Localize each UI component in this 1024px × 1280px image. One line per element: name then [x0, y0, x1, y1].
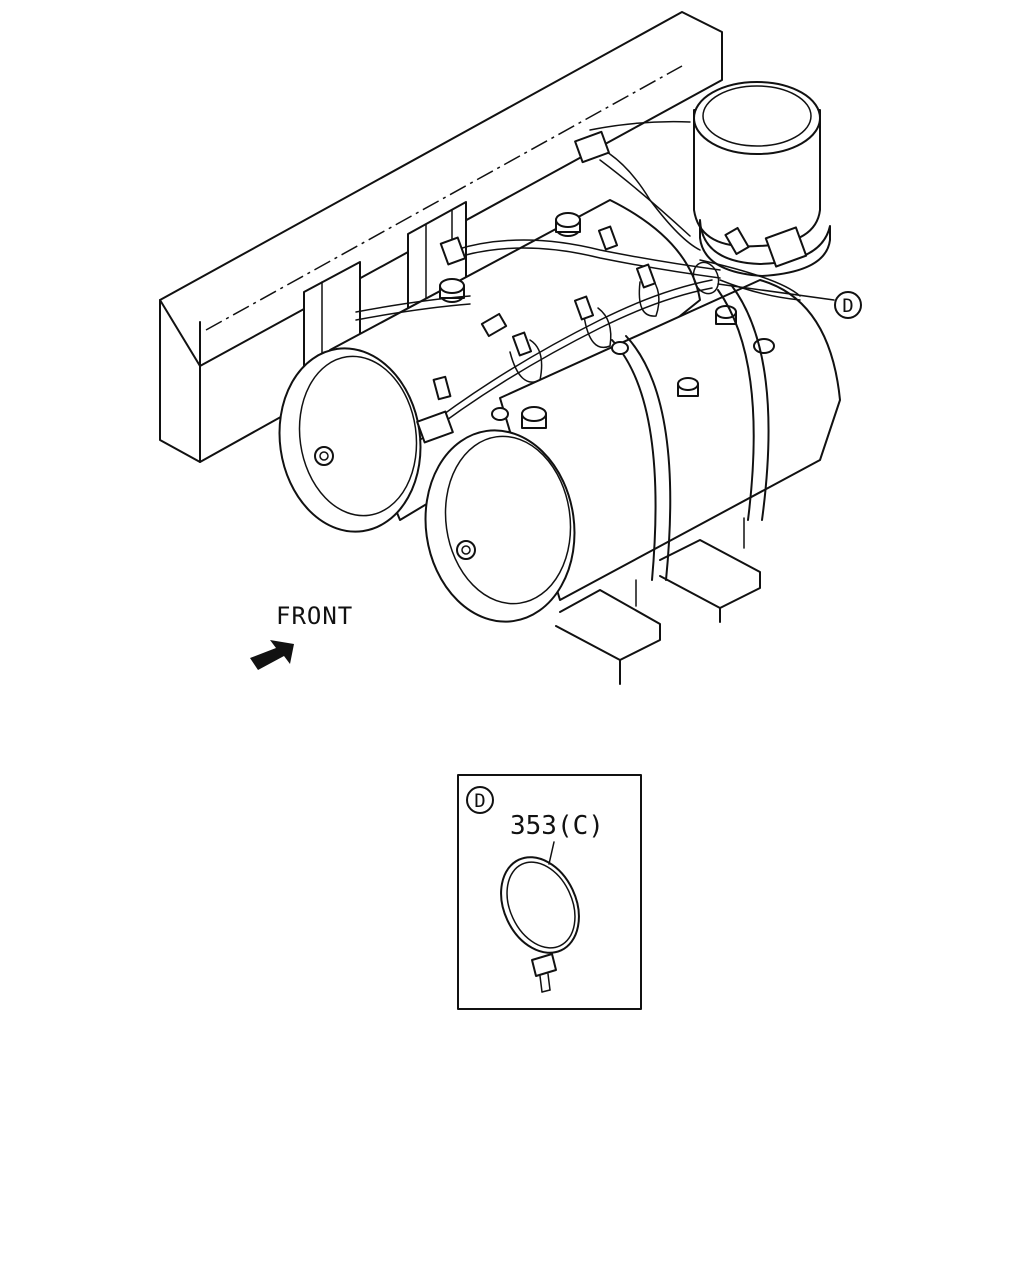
- detail-callout-label: D: [474, 790, 485, 812]
- air-tank-front: [424, 279, 841, 623]
- callout-d-label: D: [842, 295, 853, 317]
- front-label: FRONT: [276, 602, 353, 630]
- callout-d[interactable]: D: [834, 291, 862, 319]
- front-arrow-icon: [250, 640, 294, 670]
- air-dryer: [693, 81, 831, 277]
- cross-member: [555, 539, 761, 685]
- detail-callout-circle: [466, 786, 494, 814]
- pipe-clip: [692, 261, 835, 301]
- frame-rail: [159, 11, 723, 463]
- part-number-label: 353(C): [510, 811, 604, 841]
- tank-strap: [611, 285, 770, 607]
- front-indicator: FRONT: [250, 602, 353, 670]
- air-tank-rear: [278, 199, 701, 533]
- detail-box: D 353(C): [457, 774, 642, 1010]
- pipe-fittings: [416, 130, 808, 444]
- hose-clamp-icon: [500, 856, 580, 993]
- leader-line: [548, 841, 555, 865]
